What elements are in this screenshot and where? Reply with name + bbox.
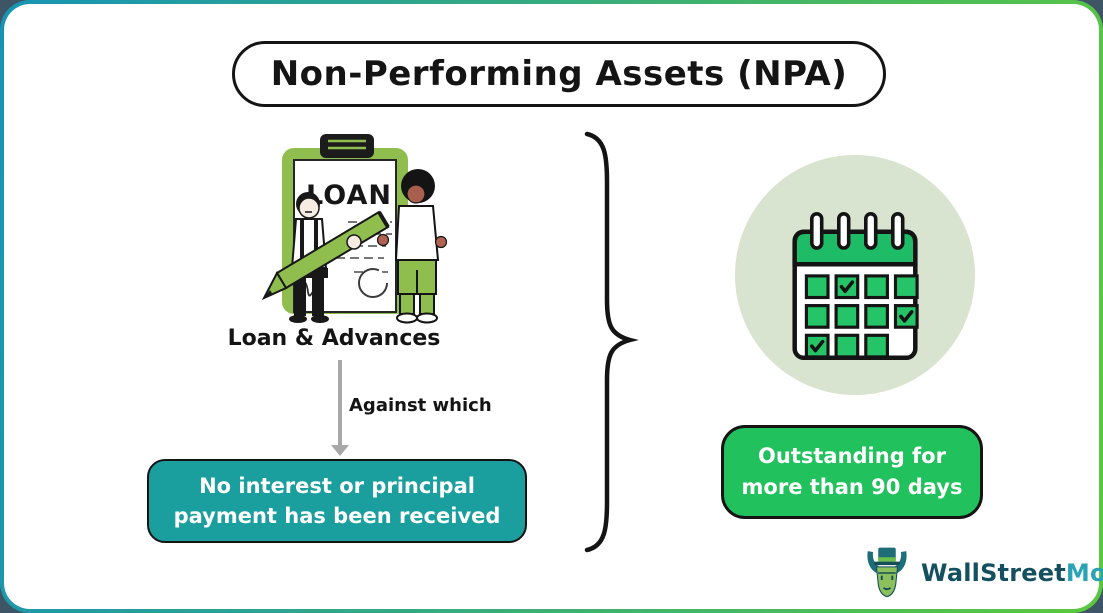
right-outcome-box: Outstanding for more than 90 days — [721, 425, 983, 519]
loan-caption: Loan & Advances — [227, 326, 441, 351]
clipboard-clip — [320, 134, 374, 158]
brand-logo: WallStreetMojo — [859, 545, 1103, 601]
person-right — [376, 169, 448, 324]
seal-stamp — [358, 268, 388, 298]
page-title: Non-Performing Assets (NPA) — [270, 54, 848, 94]
calendar-with-checkmarks-icon — [792, 212, 919, 361]
left-outcome-text: No interest or principal payment has bee… — [173, 473, 501, 528]
connector-label: Against which — [349, 395, 492, 416]
right-outcome-text: Outstanding for more than 90 days — [741, 443, 963, 500]
calendar-circle-background — [735, 155, 975, 395]
arrow-head — [331, 445, 349, 456]
loan-document-label: LOAN — [306, 180, 392, 211]
brand-name-secondary: Mojo — [1065, 559, 1103, 587]
loan-signing-illustration: LOAN — [261, 134, 448, 324]
person-left — [289, 192, 329, 323]
title-pill: Non-Performing Assets (NPA) — [232, 41, 886, 107]
calendar-rings — [810, 212, 905, 250]
brand-name: WallStreetMojo — [921, 559, 1103, 587]
down-arrow — [331, 360, 349, 456]
pen — [261, 210, 390, 301]
bull-mascot-icon — [867, 547, 907, 598]
arrow-shaft — [338, 360, 342, 445]
curly-brace — [584, 131, 639, 553]
left-outcome-box: No interest or principal payment has bee… — [147, 459, 527, 543]
calendar-checkmarks — [810, 280, 914, 353]
brand-name-primary: WallStreet — [921, 559, 1066, 587]
